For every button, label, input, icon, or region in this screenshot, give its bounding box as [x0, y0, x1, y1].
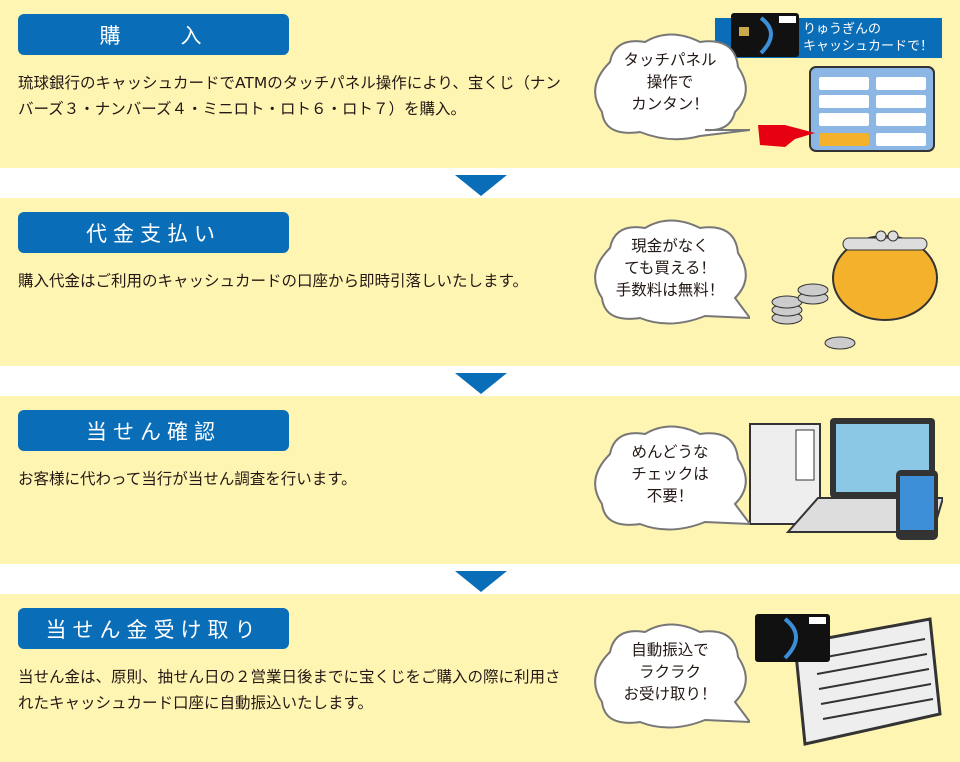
card-label: りゅうぎんの キャッシュカードで！	[803, 22, 934, 54]
speech-bubble: 自動振込で ラクラク お受け取り！	[590, 622, 750, 732]
down-arrow-icon	[455, 175, 507, 196]
pointing-hand-icon	[758, 125, 815, 147]
cash-card-icon	[731, 13, 799, 57]
step-title: 購 入	[18, 14, 289, 55]
step-receive: 当せん金受け取り 当せん金は、原則、抽せん日の２営業日後までに宝くじをご購入の際…	[0, 594, 960, 762]
step-description: 琉球銀行のキャッシュカードでATMのタッチパネル操作により、宝くじ（ナンバーズ３…	[18, 74, 561, 118]
bubble-text: 自動振込で ラクラク お受け取り！	[623, 641, 717, 703]
passbook-card-icon	[755, 614, 942, 746]
step-purchase: 購 入 琉球銀行のキャッシュカードでATMのタッチパネル操作により、宝くじ（ナン…	[0, 0, 960, 168]
bubble-text: 現金がなく ても買える！ 手数料は無料！	[615, 237, 725, 299]
down-arrow-icon	[455, 571, 507, 592]
speech-bubble: 現金がなく ても買える！ 手数料は無料！	[590, 218, 750, 328]
step-description: 購入代金はご利用のキャッシュカードの口座から即時引落しいたします。	[18, 272, 528, 290]
down-arrow-icon	[455, 373, 507, 394]
step-title: 当せん金受け取り	[18, 608, 289, 649]
step-confirm: 当せん確認 お客様に代わって当行が当せん調査を行います。 めんどうな チェックは…	[0, 396, 960, 564]
newspaper-laptop-phone-icon	[749, 418, 943, 540]
bubble-text: めんどうな チェックは 不要！	[631, 443, 709, 505]
speech-bubble: めんどうな チェックは 不要！	[590, 424, 750, 534]
bubble-text: タッチパネル 操作で カンタン！	[623, 51, 717, 113]
step-description: 当せん金は、原則、抽せん日の２営業日後までに宝くじをご購入の際に利用されたキャッ…	[18, 668, 561, 712]
step-title: 当せん確認	[18, 410, 289, 451]
touch-panel-icon	[758, 66, 935, 152]
coin-purse-coins-icon	[771, 230, 938, 350]
step-payment: 代金支払い 購入代金はご利用のキャッシュカードの口座から即時引落しいたします。 …	[0, 198, 960, 366]
step-title: 代金支払い	[18, 212, 289, 253]
speech-bubble: タッチパネル 操作で カンタン！	[590, 32, 750, 142]
step-description: お客様に代わって当行が当せん調査を行います。	[18, 470, 357, 488]
